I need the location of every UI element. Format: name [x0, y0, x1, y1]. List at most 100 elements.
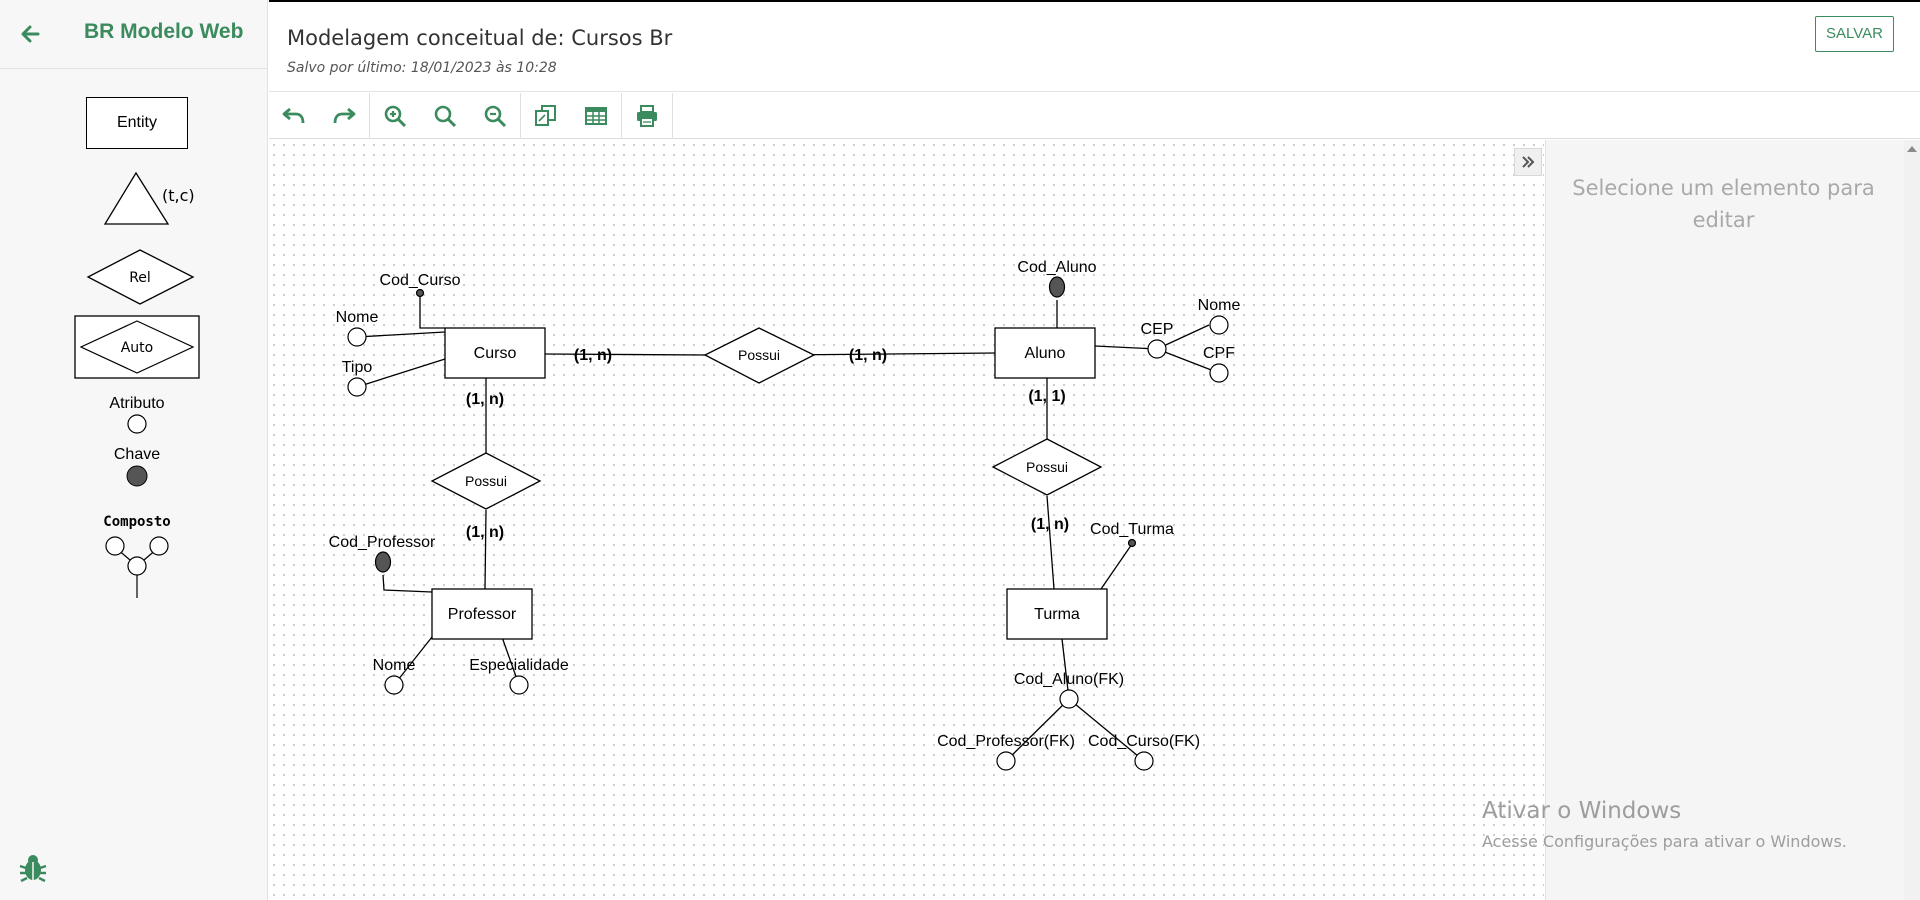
duplicate-button[interactable]: [521, 93, 571, 139]
entity-curso[interactable]: Curso: [444, 327, 546, 379]
attribute-label: Cod_Aluno: [1017, 259, 1096, 276]
zoom-reset-icon: [434, 105, 457, 128]
redo-icon: [333, 107, 356, 124]
redo-button[interactable]: [319, 93, 369, 139]
palette-entity-label: Entity: [116, 114, 157, 131]
cardinality-label: (1, n): [466, 391, 504, 408]
windows-activation-watermark: Ativar o Windows Acesse Configurações pa…: [1482, 798, 1847, 851]
app-title: BR Modelo Web: [84, 20, 244, 43]
key-attribute-marker[interactable]: [374, 551, 392, 573]
attribute-marker[interactable]: [1209, 363, 1229, 383]
duplicate-icon: [535, 105, 556, 126]
attribute-marker[interactable]: [1209, 315, 1229, 335]
palette-composite-attribute[interactable]: Composto: [67, 514, 207, 602]
palette-specialization-label: (t,c): [162, 186, 194, 205]
palette-relationship-label: Rel: [129, 270, 151, 286]
key-attribute-marker[interactable]: [1127, 538, 1137, 548]
collapse-panel-button[interactable]: [1514, 148, 1542, 176]
entity-aluno[interactable]: Aluno: [994, 327, 1096, 379]
double-chevron-right-icon: [1522, 156, 1535, 168]
zoom-in-icon: [384, 105, 407, 128]
watermark-subtitle: Acesse Configurações para ativar o Windo…: [1482, 832, 1847, 851]
properties-panel: Selecione um elemento para editar: [1514, 140, 1920, 900]
er-diagram[interactable]: Curso Aluno Professor Turma Possui Possu…: [269, 140, 1544, 900]
palette-associative-entity[interactable]: Auto: [74, 315, 202, 381]
attribute-label: Nome: [1198, 297, 1241, 314]
attribute-marker[interactable]: [347, 377, 367, 397]
document-title: Modelagem conceitual de: Cursos Br: [287, 26, 673, 50]
scroll-up-arrow-icon[interactable]: [1907, 146, 1917, 152]
toolbar-history-group: [269, 93, 370, 139]
attribute-marker[interactable]: [1134, 751, 1154, 771]
attribute-label: CPF: [1203, 345, 1235, 362]
attribute-marker[interactable]: [1059, 689, 1079, 709]
attribute-label: Cod_Curso(FK): [1088, 733, 1200, 750]
zoom-reset-button[interactable]: [420, 93, 470, 139]
attribute-label: CEP: [1141, 321, 1174, 338]
zoom-in-button[interactable]: [370, 93, 420, 139]
palette-specialization[interactable]: (t,c): [104, 171, 194, 227]
diagram-canvas[interactable]: Curso Aluno Professor Turma Possui Possu…: [269, 140, 1544, 900]
panel-scrollbar[interactable]: [1904, 140, 1920, 900]
palette-attribute[interactable]: Atributo: [67, 395, 207, 435]
attribute-label: Nome: [336, 309, 379, 326]
sidebar-header: BR Modelo Web: [0, 0, 268, 69]
cardinality-label: (1, n): [574, 347, 612, 364]
back-arrow-icon[interactable]: [18, 22, 42, 46]
undo-icon: [282, 107, 305, 124]
palette-attribute-label: Atributo: [109, 395, 165, 412]
palette-composite-label: Composto: [103, 514, 171, 530]
table-icon: [585, 107, 607, 125]
entity-professor[interactable]: Professor: [431, 588, 533, 640]
entity-turma[interactable]: Turma: [1006, 588, 1108, 640]
attribute-label: Cod_Aluno(FK): [1014, 671, 1124, 688]
watermark-title: Ativar o Windows: [1482, 798, 1682, 824]
cardinality-label: (1, n): [466, 524, 504, 541]
entity-aluno-label: Aluno: [1025, 345, 1066, 362]
palette-auto-label: Auto: [121, 340, 154, 356]
last-saved-text: Salvo por último: 18/01/2023 às 10:28: [287, 60, 557, 76]
relationship-curso-aluno[interactable]: Possui: [703, 327, 816, 384]
zoom-out-button[interactable]: [470, 93, 520, 139]
relationship-curso-professor-label: Possui: [465, 473, 507, 489]
relationship-curso-aluno-label: Possui: [738, 347, 780, 363]
relationship-aluno-turma-label: Possui: [1026, 459, 1068, 475]
attribute-label: Cod_Curso: [380, 272, 461, 289]
attribute-label: Especialidade: [469, 657, 569, 674]
zoom-out-icon: [484, 105, 507, 128]
attribute-marker[interactable]: [996, 751, 1016, 771]
palette-key-label: Chave: [113, 446, 161, 463]
entity-curso-label: Curso: [474, 345, 517, 362]
undo-button[interactable]: [269, 93, 319, 139]
attribute-marker[interactable]: [1147, 339, 1167, 359]
save-button[interactable]: SALVAR: [1815, 16, 1894, 52]
attribute-marker[interactable]: [347, 327, 367, 347]
toolbar: [269, 93, 1920, 139]
attribute-label: Cod_Turma: [1090, 521, 1174, 538]
toolbar-print-group: [622, 93, 673, 139]
relationship-curso-professor[interactable]: Possui: [430, 452, 542, 510]
cardinality-label: (1, n): [849, 347, 887, 364]
palette-entity[interactable]: Entity: [86, 97, 188, 149]
toolbar-zoom-group: [370, 93, 521, 139]
attribute-label: Tipo: [342, 359, 373, 376]
attribute-marker[interactable]: [509, 675, 529, 695]
sidebar: BR Modelo Web Entity (t,c) Rel Auto: [0, 0, 268, 900]
bug-report-icon[interactable]: [18, 853, 48, 883]
cardinality-label: (1, n): [1031, 516, 1069, 533]
document-header: Modelagem conceitual de: Cursos Br Salvo…: [269, 0, 1920, 92]
attribute-label: Cod_Professor(FK): [937, 733, 1075, 750]
relationship-aluno-turma[interactable]: Possui: [991, 438, 1103, 496]
attribute-marker[interactable]: [384, 675, 404, 695]
print-button[interactable]: [622, 93, 672, 139]
key-attribute-marker[interactable]: [1048, 276, 1066, 298]
panel-empty-message: Selecione um elemento para editar: [1572, 176, 1875, 232]
attribute-label: Cod_Professor: [329, 534, 436, 551]
table-view-button[interactable]: [571, 93, 621, 139]
print-icon: [637, 105, 657, 127]
entity-professor-label: Professor: [448, 606, 517, 623]
palette-relationship[interactable]: Rel: [86, 248, 196, 308]
attribute-label: Nome: [373, 657, 416, 674]
palette-key-attribute[interactable]: Chave: [67, 446, 207, 488]
key-attribute-marker[interactable]: [415, 288, 425, 298]
